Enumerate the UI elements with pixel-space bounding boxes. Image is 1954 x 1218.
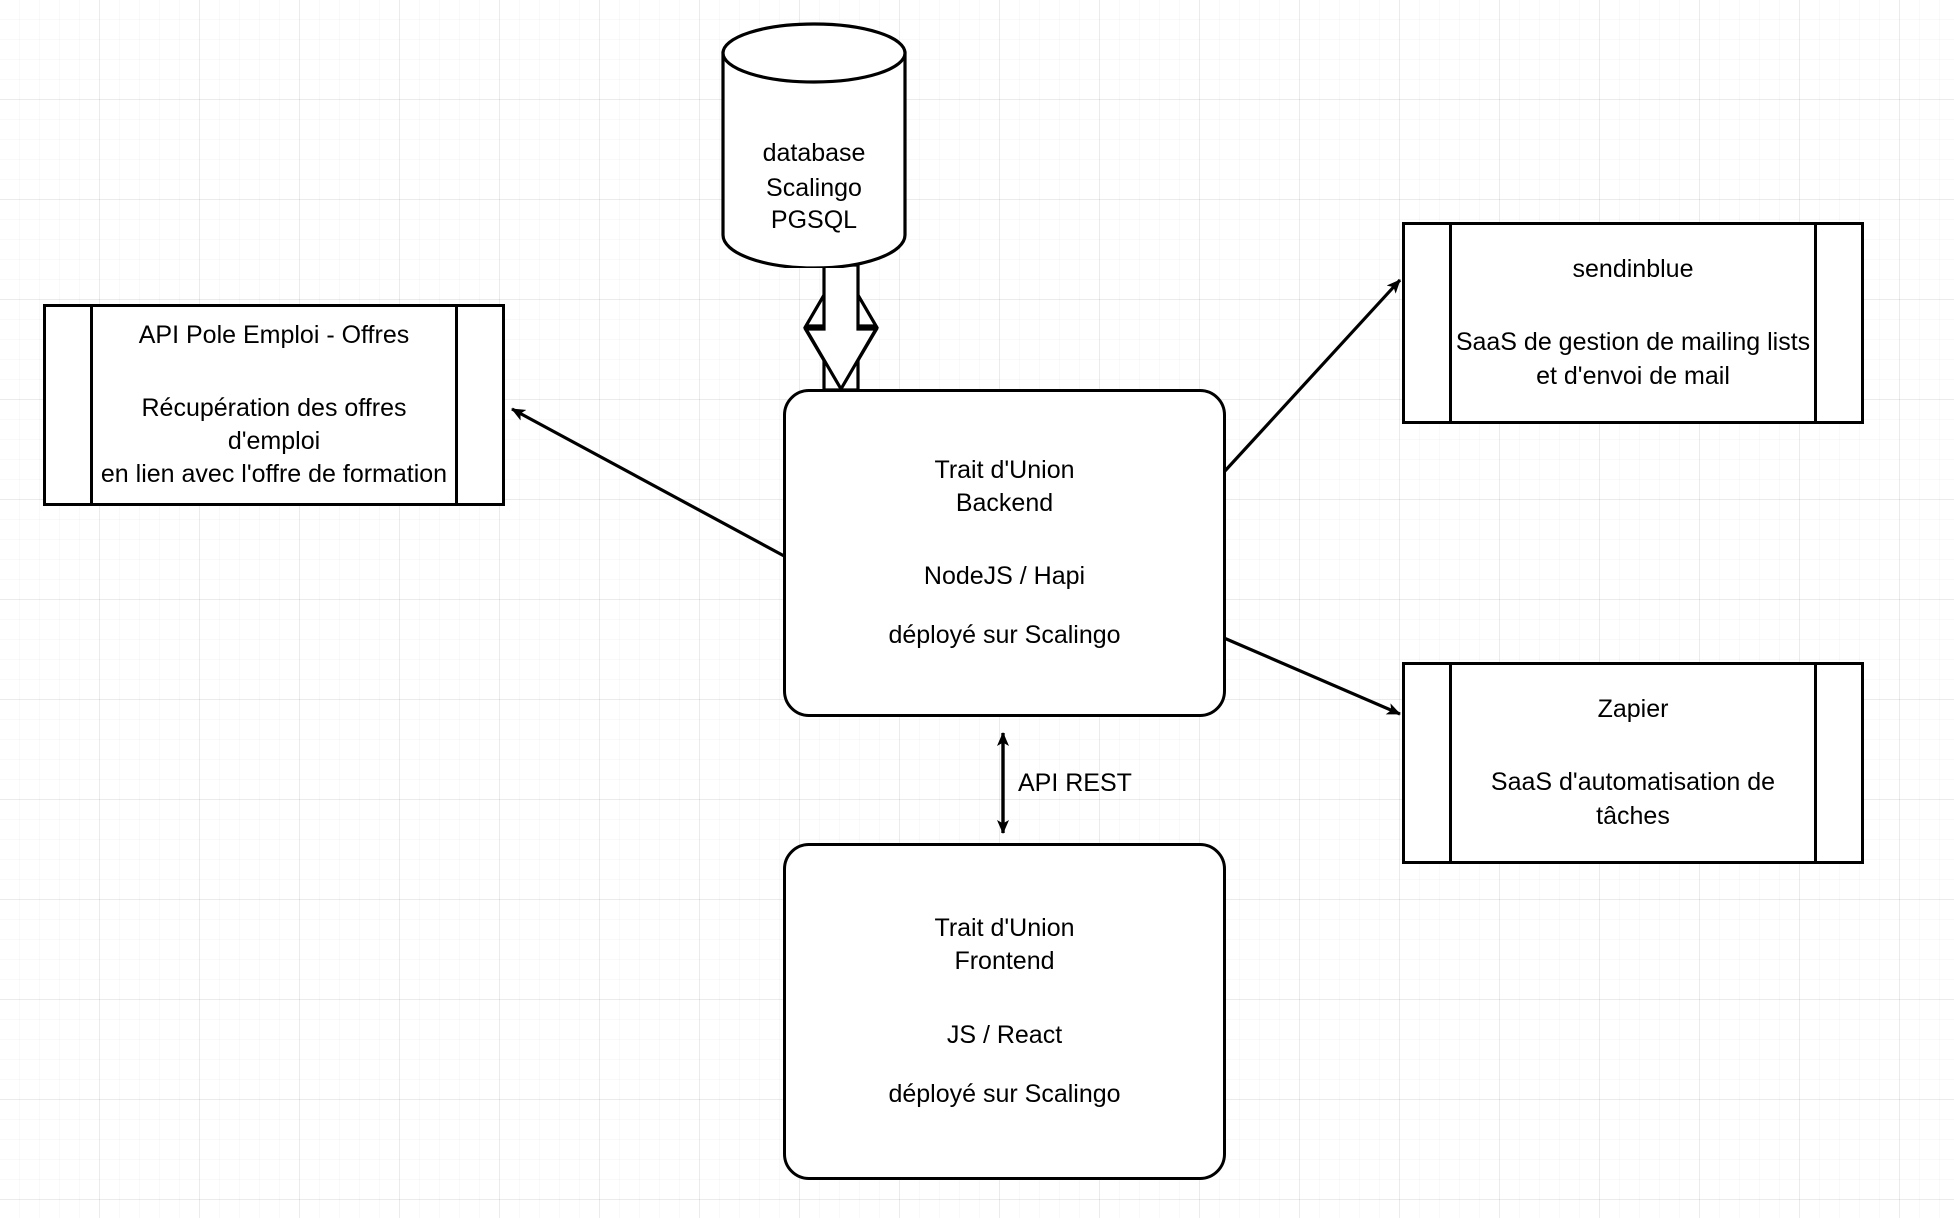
uml-divider-right xyxy=(1814,225,1817,421)
sendinblue-title: sendinblue xyxy=(1572,255,1694,284)
node-api-pole-emploi[interactable]: API Pole Emploi - Offres Récupération de… xyxy=(43,304,505,506)
edge-backend-to-sendinblue xyxy=(1222,278,1402,474)
node-frontend[interactable]: Trait d'Union Frontend JS / React déploy… xyxy=(783,843,1226,1180)
backend-tech: NodeJS / Hapi xyxy=(923,562,1086,590)
edge-backend-to-database-block-arrow xyxy=(803,262,879,393)
uml-divider-left xyxy=(1449,225,1452,421)
api-pole-emploi-subtitle: Récupération des offres d'emploi en lien… xyxy=(100,393,448,489)
node-zapier[interactable]: Zapier SaaS d'automatisation de tâches xyxy=(1402,662,1864,864)
node-backend[interactable]: Trait d'Union Backend NodeJS / Hapi dépl… xyxy=(783,389,1226,717)
backend-deploy: déployé sur Scalingo xyxy=(888,621,1121,650)
frontend-deploy: déployé sur Scalingo xyxy=(888,1079,1121,1108)
edge-backend-to-zapier xyxy=(1223,636,1401,716)
frontend-tech: JS / React xyxy=(946,1020,1063,1049)
uml-divider-right xyxy=(455,307,458,503)
api-pole-emploi-title: API Pole Emploi - Offres xyxy=(138,320,410,349)
database-label-host: Scalingo xyxy=(766,174,862,202)
sendinblue-subtitle: SaaS de gestion de mailing lists et d'en… xyxy=(1455,328,1811,390)
backend-title: Trait d'Union Backend xyxy=(934,455,1075,517)
node-database[interactable]: database PGSQL Scalingo xyxy=(718,20,910,270)
uml-divider-right xyxy=(1814,665,1817,861)
cylinder-shape xyxy=(721,22,907,270)
database-label-primary: database PGSQL xyxy=(762,139,866,234)
zapier-title: Zapier xyxy=(1597,695,1669,724)
uml-divider-left xyxy=(1449,665,1452,861)
frontend-title: Trait d'Union Frontend xyxy=(934,914,1075,976)
edge-label-api-rest: API REST xyxy=(1018,769,1132,797)
node-sendinblue[interactable]: sendinblue SaaS de gestion de mailing li… xyxy=(1402,222,1864,424)
uml-divider-left xyxy=(90,307,93,503)
zapier-subtitle: SaaS d'automatisation de tâches xyxy=(1490,768,1776,830)
edge-backend-to-api-pole-emploi xyxy=(511,407,787,559)
